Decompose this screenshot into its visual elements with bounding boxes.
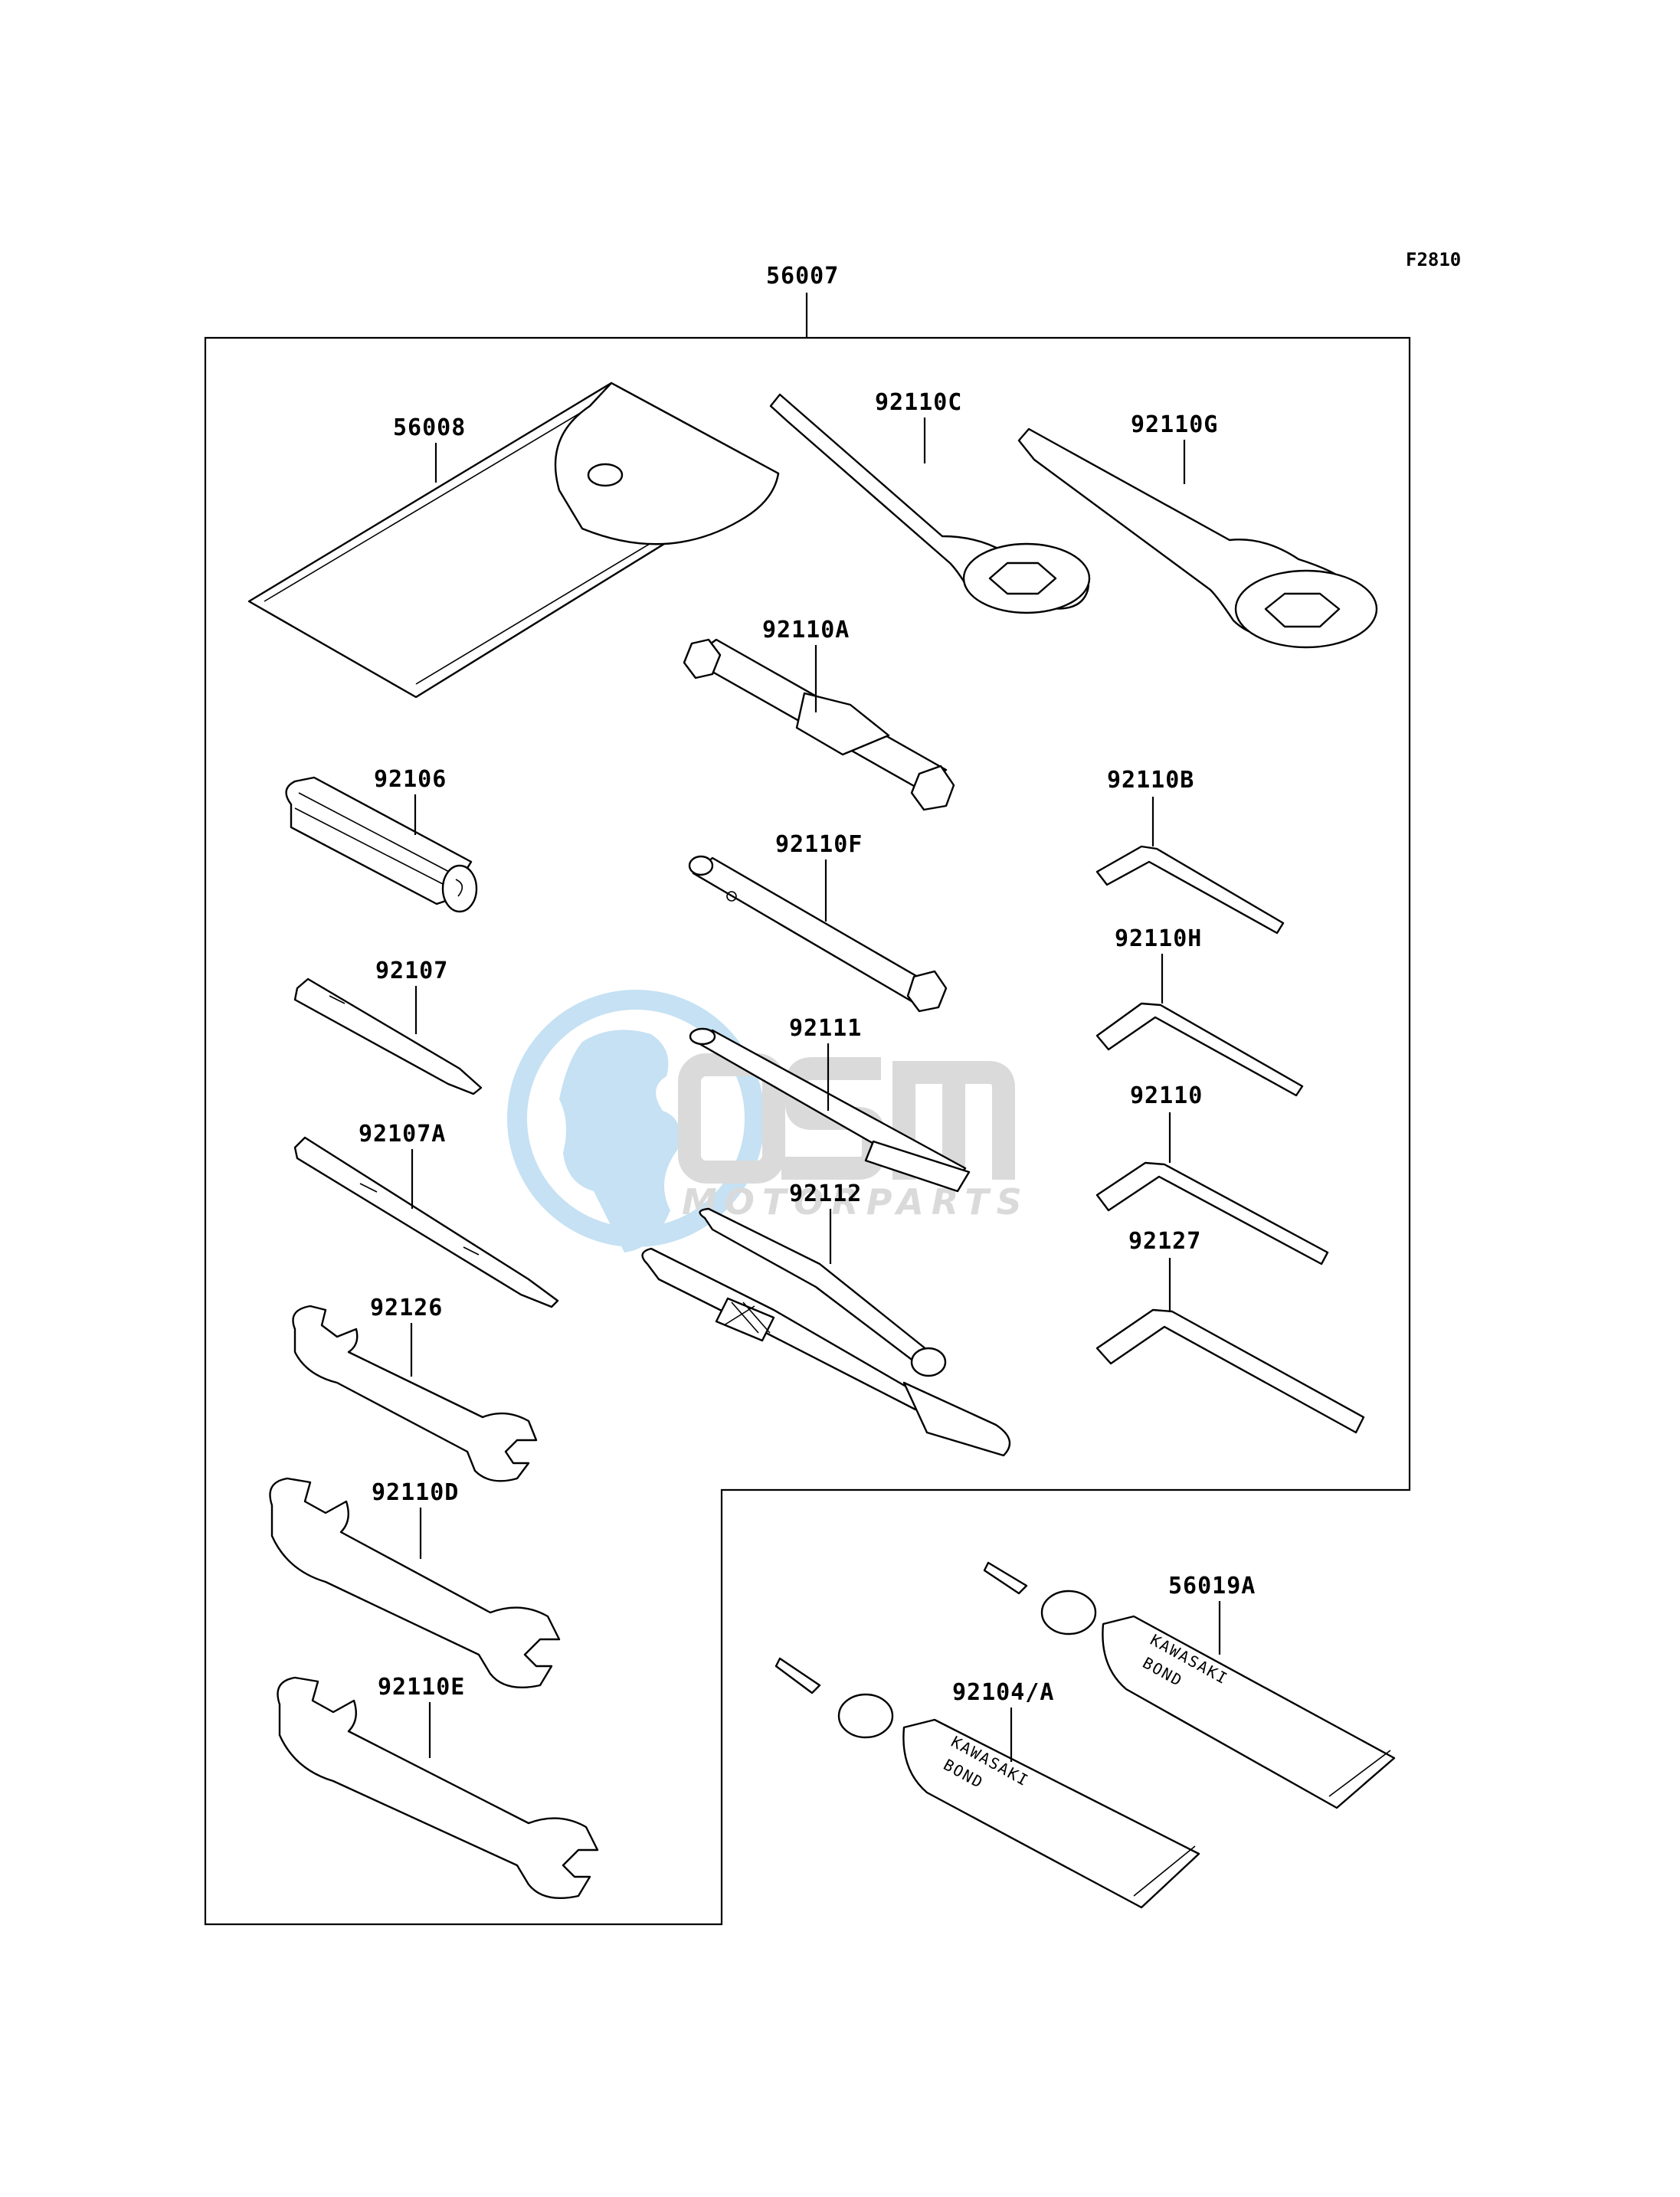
label-92110A: 92110A bbox=[762, 617, 850, 643]
label-92111: 92111 bbox=[789, 1015, 862, 1042]
box-wrench-92110F bbox=[688, 855, 948, 1013]
bond-tube-56019A: KAWASAKI BOND bbox=[983, 1561, 1396, 1809]
figure-code: F2810 bbox=[1406, 249, 1461, 270]
label-56008: 56008 bbox=[393, 414, 466, 441]
label-92110: 92110 bbox=[1130, 1082, 1203, 1109]
bond-tube-92104A: KAWASAKI BOND bbox=[775, 1657, 1200, 1909]
handle-92106 bbox=[285, 776, 478, 913]
label-92112: 92112 bbox=[789, 1180, 862, 1207]
label-92110C: 92110C bbox=[875, 389, 962, 416]
label-92107: 92107 bbox=[375, 958, 448, 984]
hex-key-92110 bbox=[1095, 1161, 1329, 1265]
tool-bag bbox=[247, 381, 780, 699]
label-92110D: 92110D bbox=[372, 1479, 459, 1506]
label-92106: 92106 bbox=[374, 766, 447, 793]
pliers-92112 bbox=[641, 1207, 1011, 1457]
label-92107A: 92107A bbox=[359, 1121, 446, 1148]
ring-wrench-92110C bbox=[769, 393, 1091, 614]
label-92110H: 92110H bbox=[1115, 925, 1202, 952]
extension-bar-92111 bbox=[689, 1027, 971, 1193]
label-92127: 92127 bbox=[1128, 1228, 1201, 1255]
open-wrench-92110D bbox=[269, 1477, 561, 1688]
label-92126: 92126 bbox=[370, 1295, 443, 1321]
assembly-label: 56007 bbox=[766, 263, 839, 290]
watermark-o bbox=[678, 1053, 785, 1184]
label-92110G: 92110G bbox=[1131, 411, 1218, 438]
open-wrench-92126 bbox=[292, 1305, 538, 1482]
screwdriver-92107A bbox=[293, 1136, 559, 1308]
hex-key-92110H bbox=[1095, 1002, 1304, 1097]
watermark-sub: MOTORPARTS bbox=[682, 1181, 1030, 1223]
hex-key-92110B bbox=[1095, 845, 1285, 935]
ring-wrench-92110G bbox=[1017, 427, 1378, 649]
osm-watermark: MOTORPARTS bbox=[507, 990, 1030, 1252]
kit-boundary bbox=[204, 336, 1411, 1926]
watermark-continents bbox=[559, 1030, 680, 1252]
screwdriver-bit-92107 bbox=[293, 977, 483, 1095]
label-92104A: 92104/A bbox=[952, 1679, 1054, 1706]
label-92110E: 92110E bbox=[378, 1674, 465, 1701]
plug-wrench-92110A bbox=[683, 638, 955, 811]
label-92110B: 92110B bbox=[1107, 767, 1194, 794]
open-wrench-92110E bbox=[277, 1676, 599, 1899]
label-92110F: 92110F bbox=[775, 831, 863, 858]
hex-key-92127 bbox=[1095, 1308, 1365, 1434]
label-56019A: 56019A bbox=[1168, 1573, 1256, 1599]
